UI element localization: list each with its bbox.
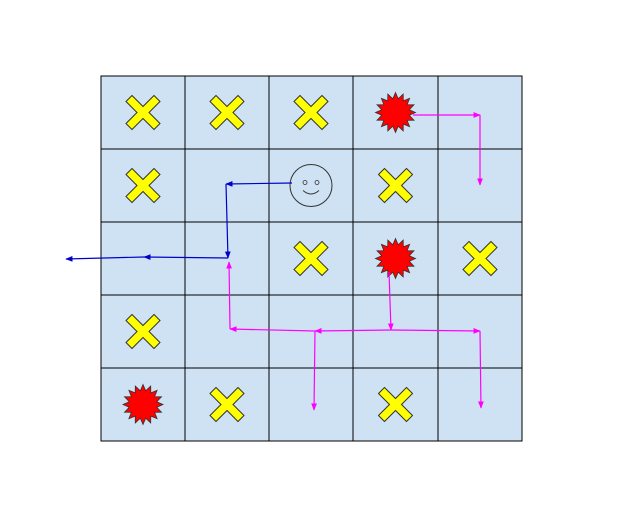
- magenta-path-arrow: [314, 328, 392, 334]
- cross-icon: [125, 167, 161, 204]
- blue-path-arrow: [225, 181, 293, 187]
- blue-path-arrow: [224, 183, 231, 259]
- cross-icon: [293, 240, 329, 277]
- cross-icon: [377, 386, 414, 423]
- grid-cell: [184, 294, 270, 369]
- smiley-face-icon: [289, 164, 333, 207]
- burst-icon: [374, 237, 417, 280]
- magenta-path-arrow: [390, 328, 481, 334]
- grid-cell: [184, 367, 270, 442]
- cross-icon: [209, 94, 245, 131]
- grid-cells: [100, 75, 523, 442]
- burst-icon: [374, 91, 417, 134]
- blue-path-arrow: [143, 254, 229, 260]
- grid-cell: [100, 221, 186, 296]
- grid-cell: [352, 221, 439, 296]
- cross-icon: [293, 94, 329, 131]
- cross-icon: [209, 386, 245, 423]
- magenta-path-arrow: [478, 330, 484, 409]
- grid-cell: [352, 294, 439, 369]
- grid-cell: [268, 148, 354, 223]
- grid-icons: [121, 91, 498, 426]
- cross-icon: [125, 94, 161, 131]
- grid-cell: [437, 367, 523, 442]
- grid-cell: [437, 221, 523, 296]
- movement-arrows: [65, 112, 484, 411]
- magenta-path-arrow: [229, 326, 316, 333]
- magenta-path-arrow: [311, 330, 317, 411]
- cross-icon: [125, 313, 161, 350]
- grid-cell: [268, 367, 354, 442]
- magenta-path-arrow: [387, 271, 394, 331]
- cross-icon: [377, 167, 414, 204]
- burst-icon: [121, 383, 165, 426]
- blue-path-arrow: [65, 255, 145, 262]
- cross-icon: [462, 240, 498, 277]
- magenta-path-arrow: [226, 261, 232, 330]
